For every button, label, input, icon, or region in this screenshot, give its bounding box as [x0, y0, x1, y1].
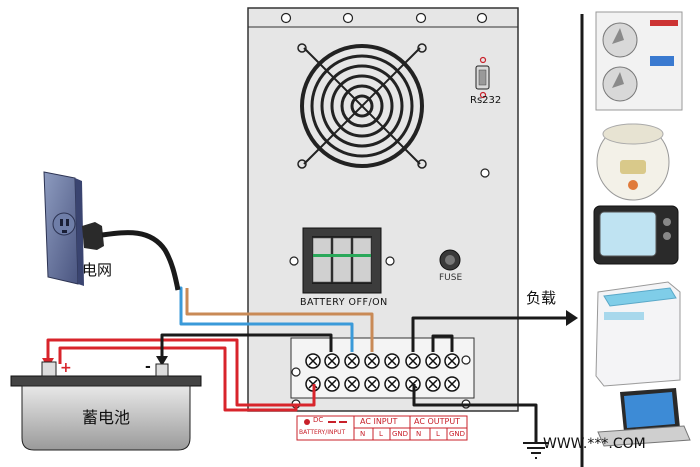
- load-arrow-icon: [566, 310, 578, 326]
- laptop-icon: [597, 388, 691, 447]
- grid-label: 电网: [82, 261, 113, 279]
- battery-input-label: BATTERY/INPUT: [299, 429, 346, 436]
- ac-output-wire-2: [431, 334, 454, 352]
- panel-screws: [480, 168, 490, 178]
- orange-wire: [185, 288, 374, 352]
- breaker-label: BATTERY OFF/ON: [300, 297, 388, 308]
- terminal-screw-slot: [367, 356, 377, 366]
- battery-icon: [10, 361, 202, 451]
- terminal-screw-slot: [387, 379, 397, 389]
- wall-socket-icon: [43, 171, 84, 286]
- ac-output-label: AC OUTPUT: [414, 417, 461, 426]
- ac-input-pin-n: N: [360, 430, 366, 438]
- battery-negative-wire: [160, 333, 333, 356]
- washing-machine-icon: [595, 281, 681, 387]
- terminal-screw-slot: [367, 379, 377, 389]
- load-label: 负载: [526, 289, 557, 307]
- terminal-block: [290, 337, 475, 409]
- battery-positive-label: +: [60, 360, 72, 376]
- rs232-label: Rs232: [470, 95, 502, 106]
- terminal-screw-slot: [428, 356, 438, 366]
- ac-output-pin-n: N: [416, 430, 422, 438]
- terminal-screw-slot: [428, 379, 438, 389]
- fuse-label: FUSE: [439, 273, 463, 283]
- top-screws: [280, 12, 488, 24]
- battery-positive-wire: [46, 338, 316, 407]
- ac-input-label: AC INPUT: [360, 417, 398, 426]
- ac-input-pin-l: L: [379, 430, 383, 438]
- battery-negative-label: -: [145, 359, 151, 375]
- wires: [46, 286, 566, 443]
- terminal-screw-slot: [327, 356, 337, 366]
- terminal-screw-slot: [408, 356, 418, 366]
- terminal-screw-slot: [308, 356, 318, 366]
- rs232-port: [475, 56, 490, 99]
- battery-positive-wire-2: [58, 346, 298, 412]
- rice-cooker-icon: [596, 123, 670, 201]
- dc-label: DC: [313, 416, 324, 424]
- terminal-screw-slot: [327, 379, 337, 389]
- terminal-label-strip: [296, 415, 468, 441]
- ac-output-pin-gnd: GND: [449, 430, 466, 438]
- inverter-cabinet: [247, 7, 519, 441]
- fuse-holder: [439, 249, 461, 271]
- ac-output-wire: [411, 316, 566, 352]
- television-icon: [593, 205, 679, 265]
- battery-negative-arrow-icon: [156, 356, 168, 366]
- ground-wire: [412, 384, 538, 443]
- terminal-screw-slot: [447, 356, 457, 366]
- block-mount-screw: [461, 355, 471, 365]
- terminal-screw-slot: [447, 379, 457, 389]
- ground-icon: [523, 442, 549, 459]
- ac-input-pin-gnd: GND: [392, 430, 409, 438]
- block-mount-screw: [291, 367, 301, 377]
- battery-label: 蓄电池: [82, 408, 131, 427]
- ac-output-pin-l: L: [436, 430, 440, 438]
- battery-breaker: [289, 227, 395, 294]
- terminal-screw-slot: [347, 379, 357, 389]
- watermark-text: WWW.***.COM: [543, 436, 646, 452]
- power-plug-icon: [82, 222, 181, 291]
- terminal-screw-slot: [387, 356, 397, 366]
- cooling-fan: [297, 43, 427, 169]
- air-conditioner-icon: [595, 11, 683, 111]
- terminal-screw-slot: [347, 356, 357, 366]
